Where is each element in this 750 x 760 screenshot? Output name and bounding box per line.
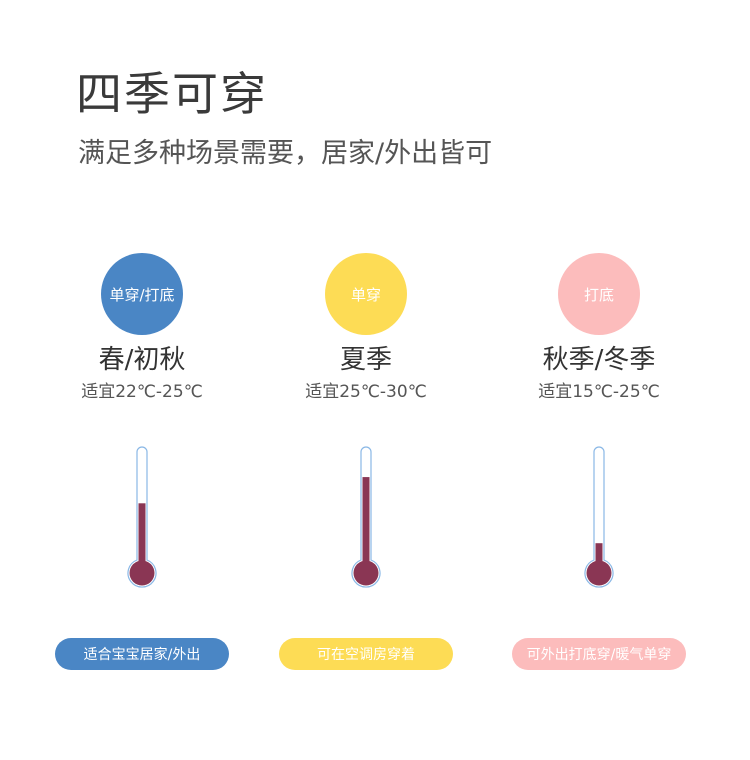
temperature-range: 适宜22℃-25℃	[81, 382, 203, 402]
temperature-range: 适宜15℃-25℃	[538, 382, 660, 402]
usage-pill: 可在空调房穿着	[279, 638, 453, 670]
thermometer-icon	[127, 446, 157, 588]
thermometer-bulb	[586, 560, 612, 586]
season-column-summer: 单穿 夏季 适宜25℃-30℃ 可在空调房穿着	[241, 0, 491, 760]
badge-circle: 单穿/打底	[101, 253, 183, 335]
usage-pill: 可外出打底穿/暖气单穿	[512, 638, 686, 670]
thermometer-bulb	[129, 560, 155, 586]
usage-pill: 适合宝宝居家/外出	[55, 638, 229, 670]
page-subtitle: 满足多种场景需要，居家/外出皆可	[78, 138, 493, 169]
thermometer-bulb	[353, 560, 379, 586]
season-label: 秋季/冬季	[542, 345, 656, 375]
thermometer-icon	[584, 446, 614, 588]
thermometer-outline	[584, 446, 614, 588]
thermometer-mercury	[138, 503, 146, 570]
season-label: 夏季	[339, 345, 392, 375]
season-column-autumn-winter: 打底 秋季/冬季 适宜15℃-25℃ 可外出打底穿/暖气单穿	[474, 0, 724, 760]
season-column-spring: 单穿/打底 春/初秋 适宜22℃-25℃ 适合宝宝居家/外出	[17, 0, 267, 760]
badge-circle: 打底	[558, 253, 640, 335]
thermometer-mercury	[362, 477, 370, 570]
page-title: 四季可穿	[76, 67, 268, 121]
thermometer-mercury	[595, 543, 603, 570]
temperature-range: 适宜25℃-30℃	[305, 382, 427, 402]
badge-circle: 单穿	[325, 253, 407, 335]
season-label: 春/初秋	[98, 345, 186, 375]
thermometer-icon	[351, 446, 381, 588]
